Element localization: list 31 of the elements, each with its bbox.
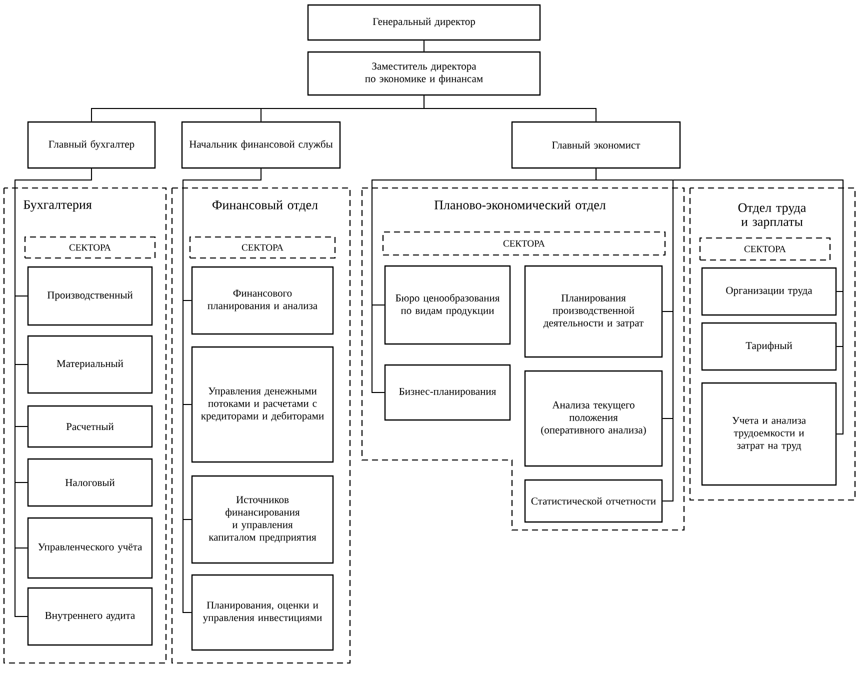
connector-line: [596, 168, 844, 434]
position-box: Генеральный директор: [307, 4, 541, 41]
position-box: Начальник финансовой службы: [181, 121, 341, 169]
connector-line: [182, 168, 262, 613]
sector-box: Планирования производственной деятельности и затрат: [524, 265, 663, 358]
sector-box: Организации труда: [701, 267, 837, 316]
sector-box: Налоговый: [27, 458, 153, 507]
sector-box: Учета и анализа трудоемкости и затрат на труд: [701, 382, 837, 486]
sector-box: Управления денежными потоками и расчетами с кредиторами и дебиторами: [191, 346, 334, 463]
sector-box: Производственный: [27, 266, 153, 326]
connector-line: [14, 168, 92, 617]
connector-line: [424, 95, 596, 122]
sectors-label-box: СЕКТОРА: [189, 236, 336, 259]
sector-box: Источников финансирования и управления капиталом предприятия: [191, 475, 334, 564]
sector-box: Расчетный: [27, 405, 153, 448]
sector-box: Планирования, оценки и управления инвестициями: [191, 574, 334, 651]
sector-box: Бизнес-планирования: [384, 364, 511, 421]
sector-box: Статистической отчетности: [524, 479, 663, 523]
sector-box: Финансового планирования и анализа: [191, 266, 334, 335]
position-box: Главный бухгалтер: [27, 121, 156, 169]
sector-box: Анализа текущего положения (оперативного анализа): [524, 370, 663, 467]
sector-box: Внутреннего аудита: [27, 587, 153, 646]
sectors-label-box: СЕКТОРА: [699, 237, 831, 261]
sector-box: Тарифный: [701, 322, 837, 371]
sectors-label-box: СЕКТОРА: [24, 236, 156, 259]
sectors-label-box: СЕКТОРА: [382, 231, 666, 256]
position-box: Заместитель директора по экономике и финансам: [307, 51, 541, 96]
position-box: Главный экономист: [511, 121, 681, 169]
sector-box: Управленческого учёта: [27, 517, 153, 579]
sector-box: Материальный: [27, 335, 153, 394]
sector-box: Бюро ценообразования по видам продукции: [384, 265, 511, 345]
